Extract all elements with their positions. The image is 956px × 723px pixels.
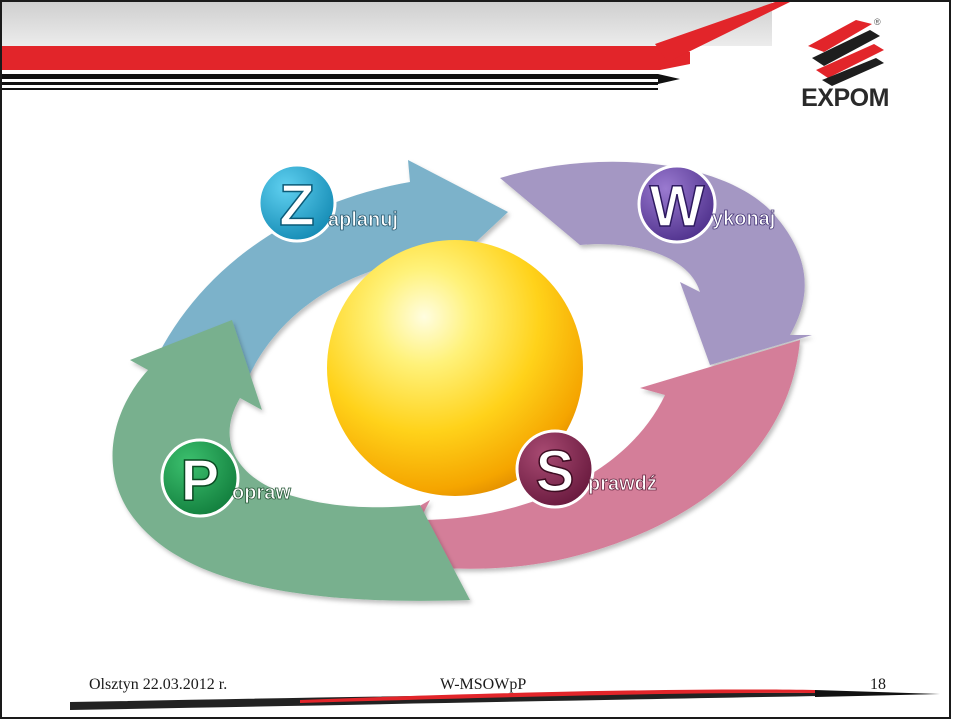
arrow-wykonaj — [500, 161, 812, 365]
arrow-popraw — [112, 320, 470, 601]
footer-organization: W-MSOWpP — [440, 676, 527, 693]
badge-letter-p: P — [181, 448, 220, 513]
arrow-zaplanuj — [150, 160, 508, 378]
badge-word-popraw: opraw — [232, 482, 291, 504]
expom-logo-icon — [808, 20, 884, 86]
badge-word-sprawdz: prawdź — [588, 473, 657, 495]
pdca-cycle — [112, 160, 812, 601]
registered-mark: ® — [874, 17, 881, 27]
badge-letter-w: W — [650, 174, 705, 239]
badge-word-zaplanuj: aplanuj — [328, 209, 398, 231]
expom-logo-text: EXPOM — [801, 84, 889, 112]
slide-number: 18 — [870, 676, 886, 693]
badge-letter-z: Z — [279, 173, 314, 238]
badge-popraw: P opraw — [160, 438, 292, 518]
header-decoration — [2, 2, 790, 90]
badge-letter-s: S — [536, 439, 575, 504]
badge-zaplanuj: Z aplanuj — [257, 163, 398, 243]
badge-wykonaj: W ykonaj — [637, 164, 776, 244]
footer-decoration — [70, 689, 940, 710]
badge-word-wykonaj: ykonaj — [712, 208, 775, 230]
badge-sprawdz: S prawdź — [515, 429, 657, 509]
arrow-sprawdz — [378, 340, 800, 590]
center-sphere — [327, 240, 583, 496]
footer-date-location: Olsztyn 22.03.2012 r. — [89, 676, 228, 693]
